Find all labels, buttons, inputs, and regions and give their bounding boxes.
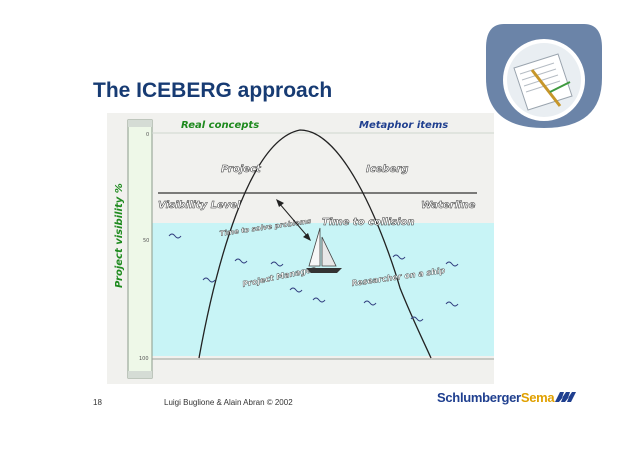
time-to-collision-label: Time to collision [322, 217, 415, 228]
tick-0-label: 0 [146, 132, 149, 138]
tick-100-label: 100 [139, 356, 149, 362]
waves [168, 233, 459, 322]
logo-badge [484, 18, 604, 138]
tick-50-label: 50 [143, 238, 149, 244]
sailboat-icon [306, 227, 342, 273]
brand-mark-icon [553, 389, 577, 410]
visibility-gauge [127, 119, 494, 379]
page-number: 18 [93, 398, 102, 407]
brand-logo: SchlumbergerSema [437, 390, 555, 405]
metaphor-items-header: Metaphor items [359, 120, 448, 131]
visibility-level-label: Visibility Level [158, 200, 241, 211]
iceberg-outline [198, 129, 432, 359]
brand-name-part2: Sema [520, 390, 555, 405]
waterline-label: Waterline [421, 200, 476, 211]
footer-credit: Luigi Buglione & Alain Abran © 2002 [164, 398, 293, 407]
brand-name-part1: Schlumberger [437, 390, 521, 405]
project-label: Project [221, 164, 262, 175]
iceberg-label: Iceberg [366, 164, 408, 175]
time-arrow [276, 199, 311, 241]
slide-title: The ICEBERG approach [93, 79, 333, 102]
real-concepts-header: Real concepts [181, 120, 259, 131]
axis-label: Project visibility % [114, 183, 125, 288]
